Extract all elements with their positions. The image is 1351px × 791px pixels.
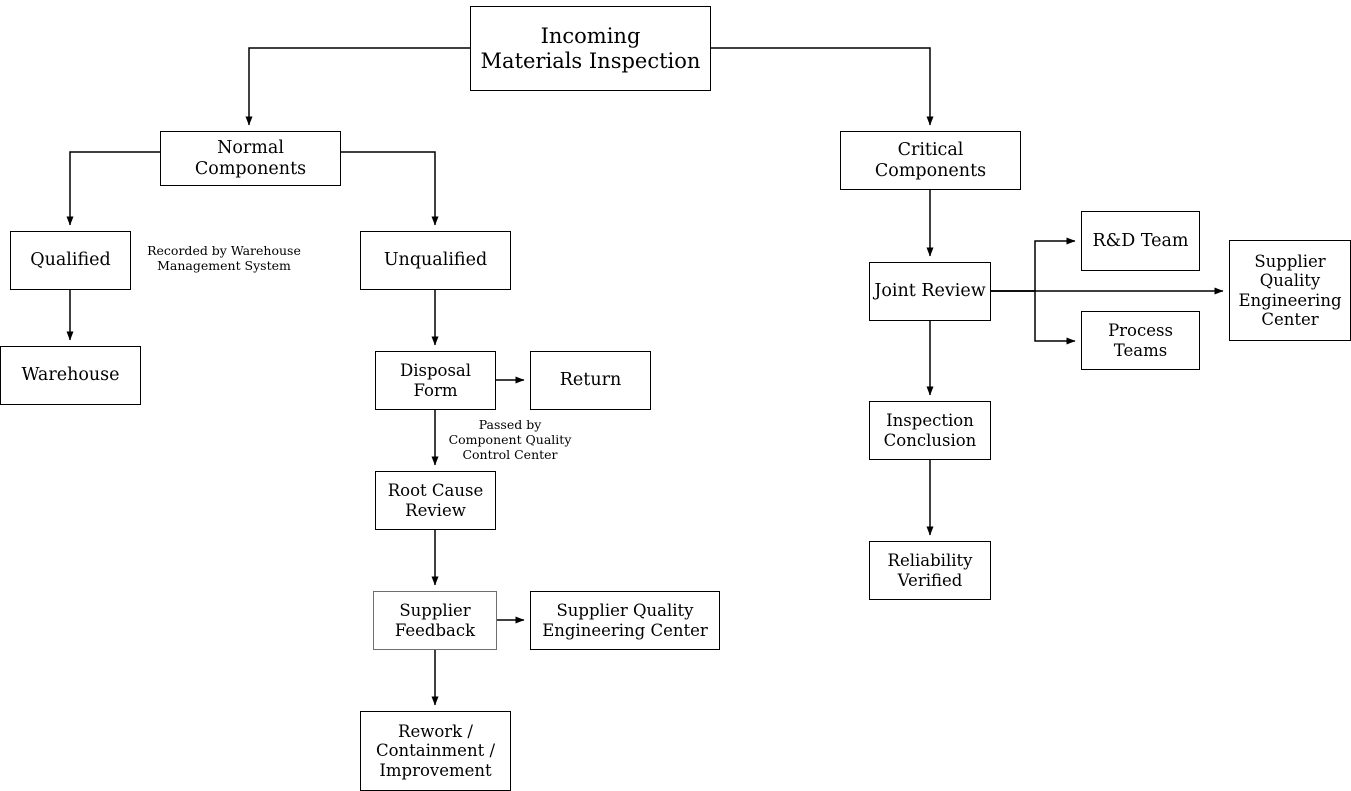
node-rootcause[interactable]: Root Cause Review	[375, 471, 496, 530]
edge-normal-to-unqualified	[341, 151, 439, 226]
node-rdteam[interactable]: R&D Team	[1081, 211, 1200, 271]
edge-jointreview-to-rdteam	[991, 237, 1076, 292]
node-qualified[interactable]: Qualified	[10, 231, 131, 290]
node-unqualified[interactable]: Unqualified	[360, 231, 511, 290]
edge-jointreview-to-processteams	[991, 290, 1076, 345]
edge-incoming-to-normal	[245, 47, 470, 126]
node-warehouse[interactable]: Warehouse	[0, 346, 141, 405]
node-return[interactable]: Return	[530, 351, 651, 410]
node-sqec-left[interactable]: Supplier Quality Engineering Center	[530, 591, 720, 650]
node-rework[interactable]: Rework / Containment / Improvement	[360, 711, 511, 791]
node-inspconclusion[interactable]: Inspection Conclusion	[869, 401, 991, 460]
node-critical[interactable]: Critical Components	[840, 131, 1021, 190]
edge-label-disposal-note: Passed by Component Quality Control Cent…	[448, 417, 572, 462]
node-processteams[interactable]: Process Teams	[1081, 311, 1200, 370]
edge-label-warehouse-note: Recorded by Warehouse Management System	[147, 243, 301, 273]
node-reliability[interactable]: Reliability Verified	[869, 541, 991, 600]
node-sqec-right[interactable]: Supplier Quality Engineering Center	[1229, 240, 1351, 341]
edge-incoming-to-critical	[711, 47, 934, 126]
node-jointreview[interactable]: Joint Review	[869, 262, 991, 321]
edge-normal-to-qualified	[66, 151, 160, 226]
node-disposal[interactable]: Disposal Form	[375, 351, 496, 410]
node-supplierfb[interactable]: Supplier Feedback	[373, 591, 497, 650]
node-normal[interactable]: Normal Components	[160, 131, 341, 186]
node-incoming[interactable]: Incoming Materials Inspection	[470, 6, 711, 91]
